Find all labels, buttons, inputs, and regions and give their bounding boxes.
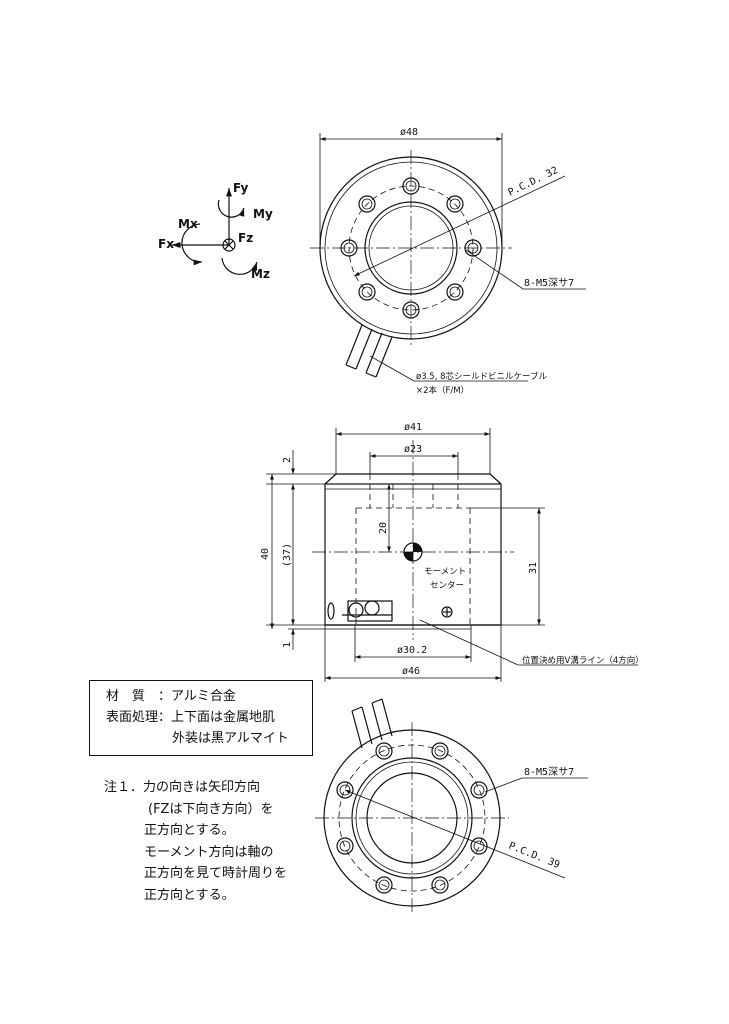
- surface-row: 表面処理：上下面は金属地肌: [106, 710, 276, 725]
- material-box: 材 質 ：アルミ合金 表面処理：上下面は金属地肌 外装は黒アルマイト: [89, 680, 313, 756]
- mx-label: Mx: [178, 217, 198, 231]
- note-line-4: モーメント方向は軸の: [144, 844, 274, 860]
- note-line-2: (FZは下向き方向）を: [148, 801, 274, 817]
- fx-label: Fx: [158, 237, 174, 251]
- my-arrow: [217, 199, 245, 218]
- bottom-bolt-holes: [336, 742, 488, 894]
- top-bolt-holes: [340, 177, 482, 319]
- side-dim-46: ø46: [402, 666, 420, 677]
- fy-label: Fy: [233, 181, 249, 195]
- side-dim-top: ø41: [404, 422, 422, 433]
- material-row: 材 質 ：アルミ合金: [106, 689, 236, 704]
- side-dim-30: ø30.2: [397, 645, 427, 656]
- mz-label: Mz: [251, 267, 270, 281]
- top-holes-label: 8-M5深サ7: [524, 277, 574, 289]
- side-dim-1: 1: [282, 642, 293, 648]
- top-dim-outer: ø48: [400, 127, 418, 138]
- side-connector: [327, 600, 393, 622]
- side-dim-inner: ø23: [404, 444, 422, 455]
- notes: 注１．力の向きは矢印方向 (FZは下向き方向）を 正方向とする。 モーメント方向…: [104, 777, 324, 906]
- bottom-holes-label: 8-M5深サ7: [524, 766, 574, 778]
- side-screw: [441, 606, 453, 618]
- bottom-cable: [351, 698, 393, 749]
- my-label: My: [253, 207, 273, 221]
- side-view: モーメント センター ø41 ø23 2 40 (37): [260, 422, 644, 682]
- moment-center-symbol: [403, 542, 423, 562]
- side-dim-40: 40: [260, 548, 271, 560]
- note-line-3: 正方向とする。: [144, 823, 235, 838]
- v-groove-label: 位置決め用V溝ライン（4方向）: [522, 655, 644, 666]
- note-line-1: 注１．力の向きは矢印方向: [104, 780, 261, 795]
- v-groove-leader: [419, 619, 638, 666]
- moment-center-label-2: センター: [430, 581, 464, 591]
- top-cable: [345, 324, 393, 378]
- bottom-view: 8-M5深サ7 P.C.D. 39: [315, 698, 588, 914]
- note-line-6: 正方向とする。: [144, 887, 235, 903]
- mz-arrow: [221, 257, 258, 275]
- fz-symbol: [222, 238, 236, 252]
- top-view: ø48 P.C.D. 32 8-M5深サ7 ø3.5, 8芯シールドビニルケーブ…: [310, 127, 586, 396]
- fz-label: Fz: [238, 231, 253, 245]
- side-dim-37: (37): [282, 543, 293, 567]
- side-dim-31: 31: [528, 562, 539, 574]
- side-dim-2: 2: [282, 457, 293, 463]
- moment-center-label-1: モーメント: [424, 567, 466, 577]
- side-dim-20: 20: [378, 522, 389, 534]
- top-cable-label-1: ø3.5, 8芯シールドビニルケーブル: [416, 371, 548, 382]
- note-line-5: 正方向を見て時計周りを: [144, 866, 288, 881]
- top-cable-label-2: ×2本（F/M）: [416, 385, 469, 396]
- exterior-row: 外装は黒アルマイト: [172, 731, 289, 746]
- bottom-pcd-label: P.C.D. 39: [507, 841, 561, 871]
- mx-arrow: [181, 223, 203, 266]
- axes-legend: Fy My Mx Fx Fz Mz: [158, 181, 273, 281]
